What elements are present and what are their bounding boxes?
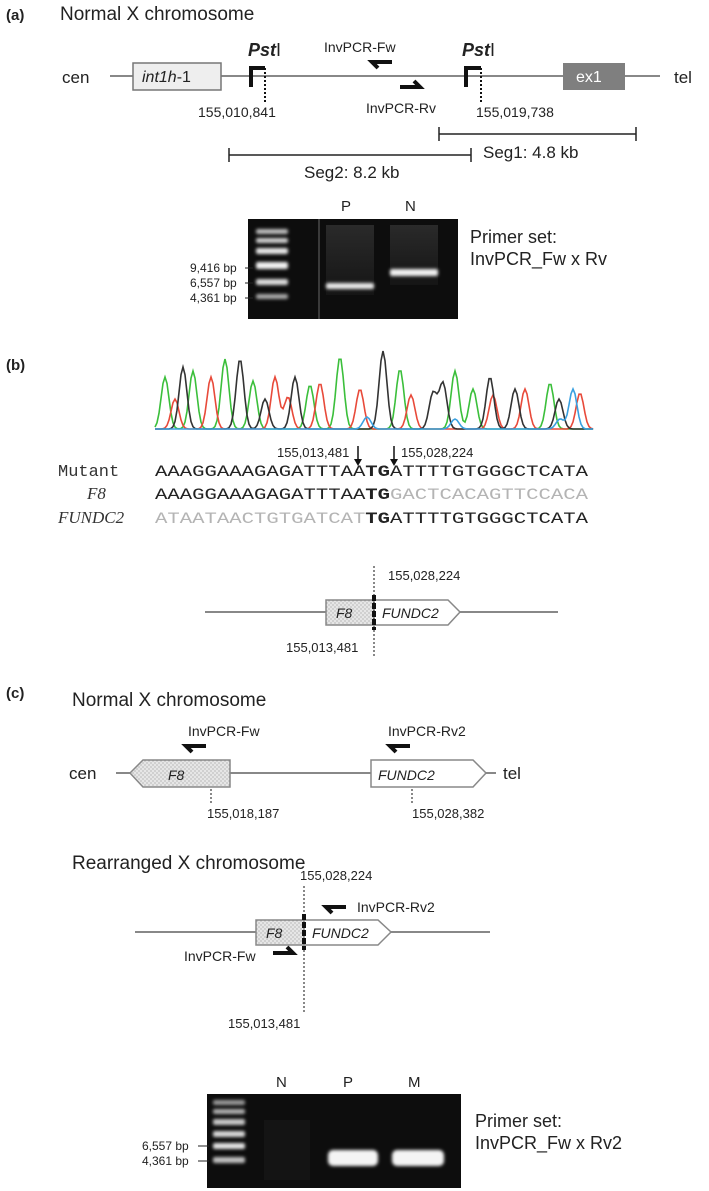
gel-c-lane-p: P [343, 1074, 353, 1091]
psti-site-right [464, 66, 481, 87]
cen-label-a: cen [62, 68, 89, 87]
gel-a-lane-n: N [405, 198, 416, 215]
primer-fw-label-c: InvPCR-Fw [188, 723, 260, 739]
pos-top-b: 155,028,224 [388, 568, 460, 583]
gel-a-ladder-9416: 9,416 bp [190, 261, 237, 275]
fundc2-label-c-rearranged: FUNDC2 [312, 925, 369, 941]
primer-rv2-label-rearranged: InvPCR-Rv2 [357, 899, 435, 915]
seg1-label: Seg1: 4.8 kb [483, 143, 578, 162]
fundc2-box-c-normal [370, 759, 488, 788]
pos-fundc2-c: 155,028,382 [412, 806, 484, 821]
f8-box-c-normal [128, 759, 231, 788]
seg2-bracket [228, 148, 472, 162]
re-pos-top-c: 155,028,224 [300, 868, 372, 883]
bp-right-arrow [390, 446, 398, 466]
primer-rv2-arrow-rearranged [321, 905, 346, 915]
gel-a-ladder-ticks [245, 267, 253, 299]
bp-left-label: 155,013,481 [277, 445, 349, 460]
panel-a-label: (a) [6, 7, 24, 24]
panel-c: (c) Normal X chromosome cen tel F8 FUNDC… [6, 685, 622, 1188]
gel-a-ladder-4361: 4,361 bp [190, 291, 237, 305]
f8-label-c-rearranged: F8 [266, 925, 283, 941]
gel-image-c [207, 1094, 461, 1188]
f8-box-c-rearranged [255, 919, 305, 946]
gel-c-lane-m: M [408, 1074, 421, 1091]
bp-left-arrow [354, 446, 362, 466]
f8-label-c-normal: F8 [168, 767, 185, 783]
psti-label-right: PstI [462, 40, 495, 60]
cen-label-c: cen [69, 764, 96, 783]
primer-fw-label-rearranged: InvPCR-Fw [184, 948, 256, 964]
psti-label-left: PstI [248, 40, 281, 60]
re-pos-bottom-c: 155,013,481 [228, 1016, 300, 1031]
primer-fw-arrow-c [181, 744, 206, 754]
primer-fw-label-a: InvPCR-Fw [324, 39, 396, 55]
panel-a-title: Normal X chromosome [60, 4, 254, 25]
gel-c-ladder-4361: 4,361 bp [142, 1154, 189, 1168]
seg2-label: Seg2: 8.2 kb [304, 163, 399, 182]
panel-b: (b) 155,013,481 155,028,224 Mutant F8 FU… [6, 350, 594, 658]
tel-label-a: tel [674, 68, 692, 87]
primer-rv2-arrow-c [385, 744, 410, 754]
gel-a-lane-p: P [341, 198, 351, 215]
primer-fw-arrow-rearranged [273, 945, 298, 955]
gel-c-ladder-6557: 6,557 bp [142, 1139, 189, 1153]
primer-fw-arrow-a [367, 60, 392, 70]
primer-rv-arrow-a [400, 79, 425, 89]
gel-a-ladder-6557: 6,557 bp [190, 276, 237, 290]
fundc2-label-c-normal: FUNDC2 [378, 767, 435, 783]
pos-right-a: 155,019,738 [476, 104, 554, 120]
align-name-fundc2: FUNDC2 [57, 508, 125, 527]
f8-box-b [325, 599, 375, 626]
primer-set-value-a: InvPCR_Fw x Rv [470, 249, 607, 270]
f8-label-b: F8 [336, 605, 353, 621]
ex1-box [563, 63, 625, 90]
bp-right-label: 155,028,224 [401, 445, 473, 460]
seg1-bracket [438, 127, 637, 141]
ex1-label: ex1 [576, 69, 602, 86]
normal-title-c: Normal X chromosome [72, 690, 266, 711]
fundc2-label-b: FUNDC2 [382, 605, 439, 621]
psti-site-left [249, 66, 265, 87]
panel-a: (a) Normal X chromosome cen tel int1h-1 … [6, 4, 692, 319]
primer-set-title-a: Primer set: [470, 227, 557, 247]
primer-set-title-c: Primer set: [475, 1111, 562, 1131]
rearranged-title-c: Rearranged X chromosome [72, 853, 305, 874]
tel-label-c: tel [503, 764, 521, 783]
pos-f8-c: 155,018,187 [207, 806, 279, 821]
pos-left-a: 155,010,841 [198, 104, 276, 120]
primer-set-value-c: InvPCR_Fw x Rv2 [475, 1133, 622, 1154]
panel-b-label: (b) [6, 357, 25, 374]
primer-rv-label-a: InvPCR-Rv [366, 100, 436, 116]
chromatogram-trace [154, 350, 594, 430]
align-name-mutant: Mutant [58, 463, 119, 482]
int1h-box [132, 62, 222, 91]
align-name-f8: F8 [86, 484, 106, 503]
trace-blue-line [155, 386, 593, 430]
gel-c-ladder-ticks [198, 1145, 209, 1162]
gel-c-lane-n: N [276, 1074, 287, 1091]
pos-bottom-b: 155,013,481 [286, 640, 358, 655]
primer-rv2-label-c: InvPCR-Rv2 [388, 723, 466, 739]
int1h-label: int1h-1 [142, 69, 191, 86]
gel-image-a [248, 219, 458, 319]
panel-c-label: (c) [6, 685, 24, 702]
